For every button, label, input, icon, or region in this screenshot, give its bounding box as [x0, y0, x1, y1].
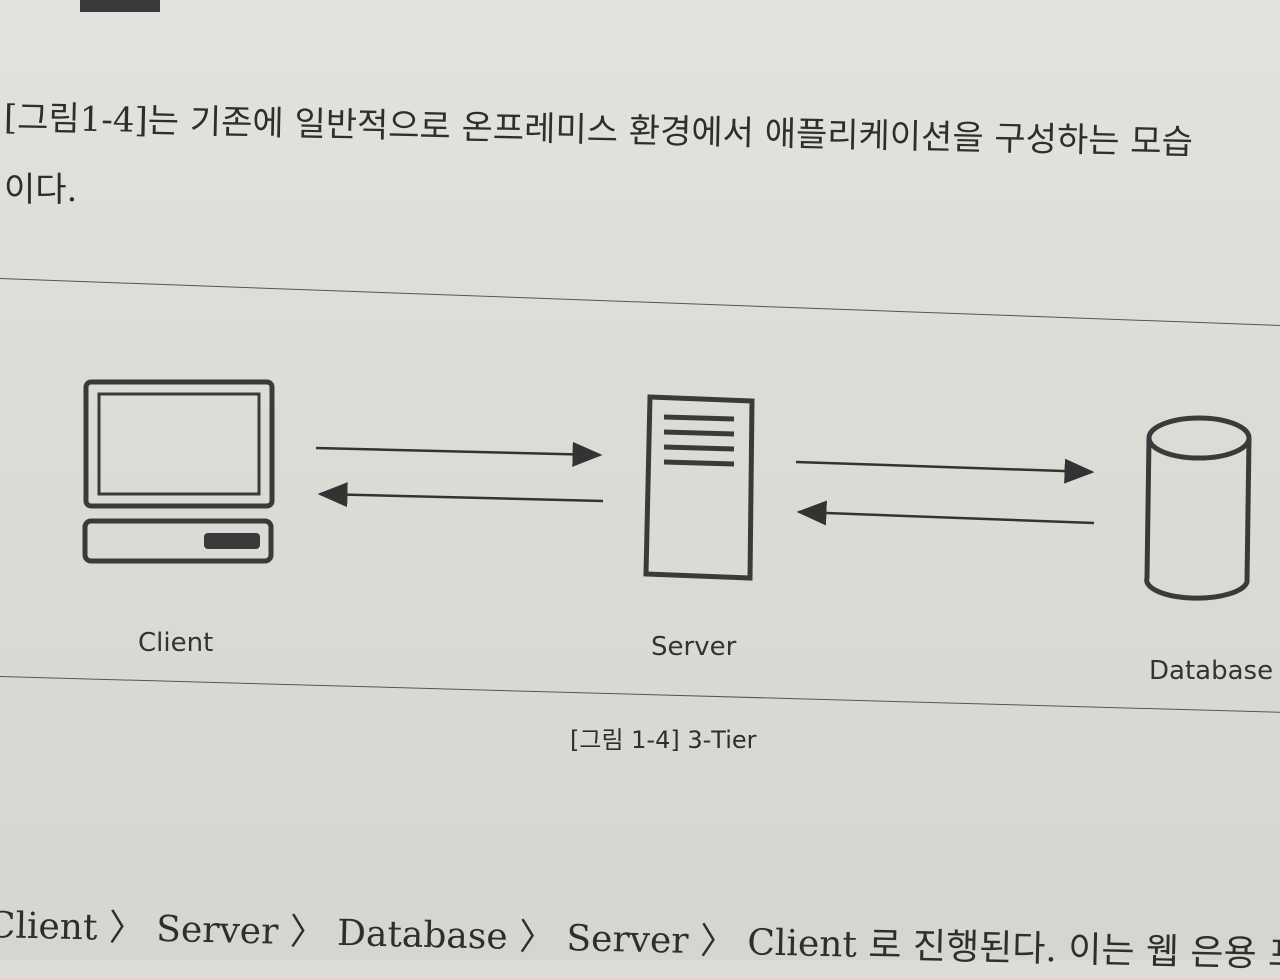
server-tower-icon: [643, 394, 755, 581]
server-database-arrows: [795, 458, 1095, 526]
figure-caption: [그림 1-4] 3-Tier: [570, 726, 757, 754]
client-server-arrows: [315, 441, 604, 508]
client-label: Client: [138, 628, 214, 658]
database-label: Database: [1149, 656, 1274, 686]
heading-bar: [80, 0, 160, 12]
server-label: Server: [651, 632, 737, 662]
client-computer-icon: [82, 379, 275, 564]
database-cylinder-icon: [1144, 415, 1252, 601]
intro-paragraph-line-2: 이다.: [4, 170, 78, 210]
